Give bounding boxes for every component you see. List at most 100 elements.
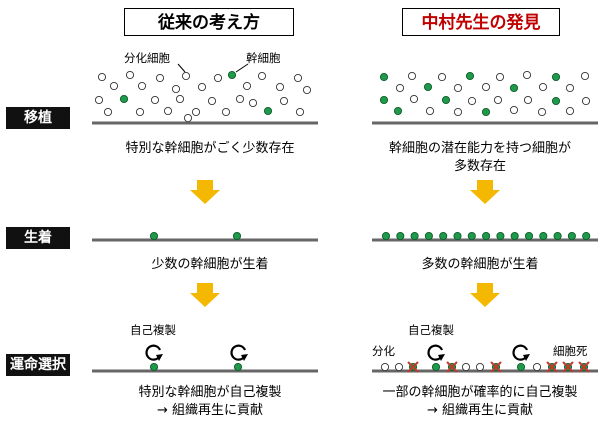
differentiated-cell [155,73,165,83]
stem-cell [119,94,129,104]
differentiated-cell [580,71,590,81]
differentiated-cell [103,107,113,117]
caption-left-fate-line2: → 組織再生に貢献 [156,403,264,418]
caption-right-fate-line1: 一部の幹細胞が確率的に自己複製 [382,385,578,400]
cell-death-cross-icon [490,361,502,373]
self-renewal-arrow-icon [427,344,444,361]
self-renewal-arrow-icon-head [156,354,163,361]
caption-right-transplant-line2: 多数存在 [453,159,506,174]
differentiated-cell [235,94,245,104]
differentiated-cell [242,81,252,91]
differentiated-cell [437,72,447,82]
stem-cell [465,71,475,81]
stem-cell [431,362,441,372]
stem-cell [453,231,462,241]
differentiated-cell [135,107,145,117]
cell-death-cross-icon [562,361,574,373]
stem-cell [149,231,159,241]
stem-cell [233,362,243,372]
stem-cell [232,231,242,241]
differentiated-cell [171,84,181,94]
label-self-renewal-left: 自己複製 [130,323,176,337]
stem-cell [553,231,562,241]
differentiated-cell [394,362,404,372]
differentiated-cell [538,82,548,92]
differentiated-cell [275,82,285,92]
self-renewal-arrow-icon [512,344,529,361]
differentiated-cell [293,73,303,83]
stem-cell [410,231,419,241]
stem-cell [423,82,433,92]
differentiated-cell [493,95,503,105]
differentiated-cell [94,95,104,105]
differentiated-cell [467,96,477,106]
stem-cell [227,70,237,80]
stem-cell [482,231,491,241]
differentiated-cell [97,72,107,82]
stem-cell [551,96,561,106]
stem-cell [567,231,576,241]
stem-cell [516,362,526,372]
legend-leader-line [177,63,186,73]
differentiated-cell [395,83,405,93]
stage-label-engraft: 生着 [6,227,70,249]
caption-right-engraft: 多数の幹細胞が生着 [421,257,539,272]
differentiated-cell [409,94,419,104]
self-renewal-arrow-icon-head [241,354,248,361]
differentiated-cell [523,95,533,105]
label-cell-death: 細胞死 [553,344,588,358]
stem-cell [524,231,534,241]
stem-cell [510,231,519,241]
stem-cell [582,231,591,241]
differentiated-cell [407,71,417,81]
legend-leader-line [235,63,249,73]
caption-left-transplant: 特別な幹細胞がごく少数存在 [125,141,295,156]
label-self-renewal-right: 自己複製 [408,323,454,337]
stem-cell [539,231,548,241]
differentiated-cell [175,94,185,104]
differentiated-cell [150,95,160,105]
stem-cell [439,231,448,241]
cell-death-cross-icon [446,361,458,373]
stage-label-transplant: 移植 [6,107,70,129]
differentiated-cell [183,113,193,123]
stem-cell [496,231,505,241]
differentiated-cell [248,98,258,108]
differentiated-cell [509,105,519,115]
caption-right-transplant-line1: 幹細胞の潜在能力を持つ細胞が [388,141,571,156]
stage-label-fate: 運命選択 [6,354,70,376]
differentiated-cell [453,107,463,117]
stem-cell [509,83,519,93]
title-nakamura-discovery: 中村先生の発見 [402,8,560,36]
self-renewal-arrow-icon-head [438,354,445,361]
down-arrow-right-1 [470,180,500,204]
stem-cell [424,231,433,241]
differentiated-cell [137,81,147,91]
differentiated-cell [191,107,201,117]
down-arrow-left-1 [190,180,220,204]
self-renewal-arrow-icon-head [523,354,530,361]
stem-cell [396,231,405,241]
differentiated-cell [522,70,532,80]
differentiated-cell [163,106,173,116]
differentiated-cell [481,82,491,92]
stem-cell [441,95,451,105]
stem-cell [381,231,391,241]
stem-cell [393,106,403,116]
stem-cell [379,95,389,105]
stem-cell [481,107,491,117]
differentiated-cell [257,71,267,81]
legend-stem-cell: 幹細胞 [246,51,281,65]
self-renewal-arrow-icon [230,344,247,361]
stem-cell [263,106,273,116]
legend-differentiated-cell: 分化細胞 [124,51,170,65]
stem-cell [379,72,389,82]
stem-cell [551,72,561,82]
differentiated-cell [279,96,289,106]
differentiated-cell [565,83,575,93]
self-renewal-arrow-icon [145,344,162,361]
differentiated-cell [295,107,305,117]
differentiated-cell [565,106,575,116]
